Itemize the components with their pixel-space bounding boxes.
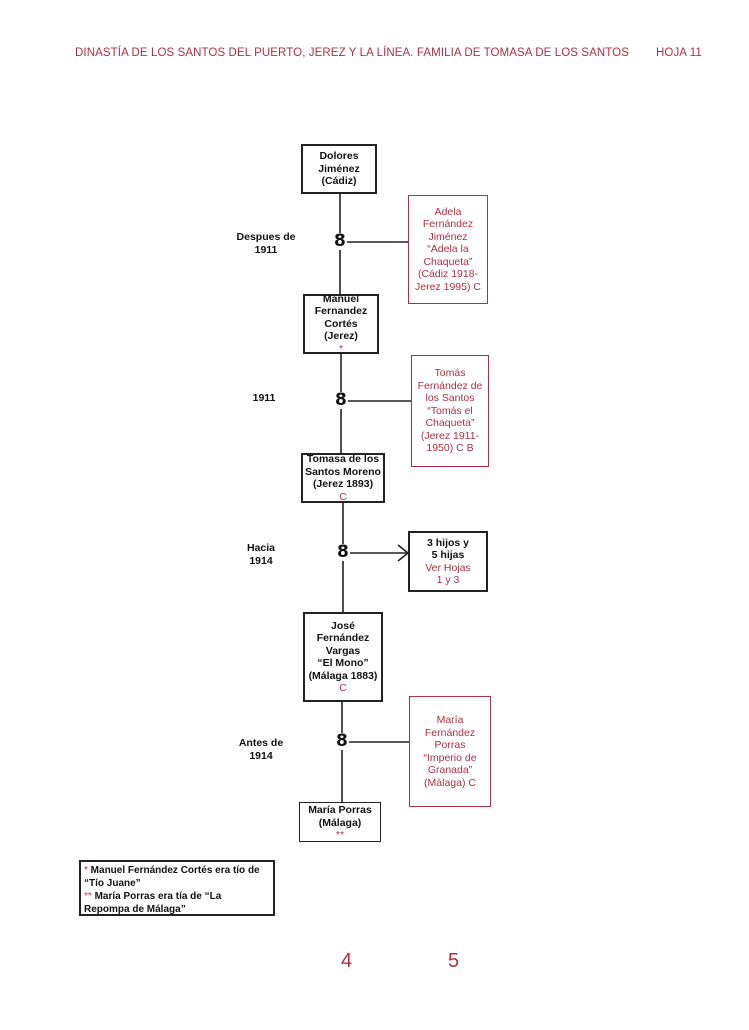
marriage-date-2: 1911 <box>252 392 276 404</box>
person-maria-porras: María Porras (Málaga) ** <box>299 802 381 842</box>
sheet-title: DINASTÍA DE LOS SANTOS DEL PUERTO, JEREZ… <box>75 47 629 59</box>
person-jose-fernandez-vargas: José Fernández Vargas “El Mono” (Málaga … <box>303 612 383 702</box>
marriage-symbol-2: 8 <box>334 390 348 410</box>
person-tomasa-de-los-santos: Tomasa de los Santos Moreno (Jerez 1893)… <box>301 453 385 503</box>
page-number-right: 5 <box>448 950 460 972</box>
marriage-date-3: Hacia 1914 <box>246 542 276 567</box>
sheet-number: HOJA 11 <box>656 47 702 59</box>
child-tomas-el-chaqueta: Tomás Fernández de los Santos “Tomás el … <box>411 355 489 467</box>
footnotes-box: * Manuel Fernández Cortés era tío de “Tí… <box>79 860 275 916</box>
person-manuel-fernandez-cortes: Manuel Fernandez Cortés (Jerez) * <box>303 293 379 355</box>
marriage-symbol-1: 8 <box>333 231 347 251</box>
marriage-symbol-4: 8 <box>335 731 349 751</box>
marriage-symbol-3: 8 <box>336 542 350 562</box>
children-3-hijos-5-hijas: 3 hijos y 5 hijas Ver Hojas 1 y 3 <box>408 531 488 592</box>
marriage-date-1: Despues de 1911 <box>236 231 296 256</box>
page-number-left: 4 <box>341 950 353 972</box>
child-imperio-de-granada: María Fernández Porras “Imperio de Grana… <box>409 696 491 807</box>
person-dolores-jimenez: Dolores Jiménez (Cádiz) <box>301 144 377 194</box>
child-adela-la-chaqueta: Adela Fernández Jiménez “Adela la Chaque… <box>408 195 488 304</box>
marriage-date-4: Antes de 1914 <box>238 737 284 762</box>
